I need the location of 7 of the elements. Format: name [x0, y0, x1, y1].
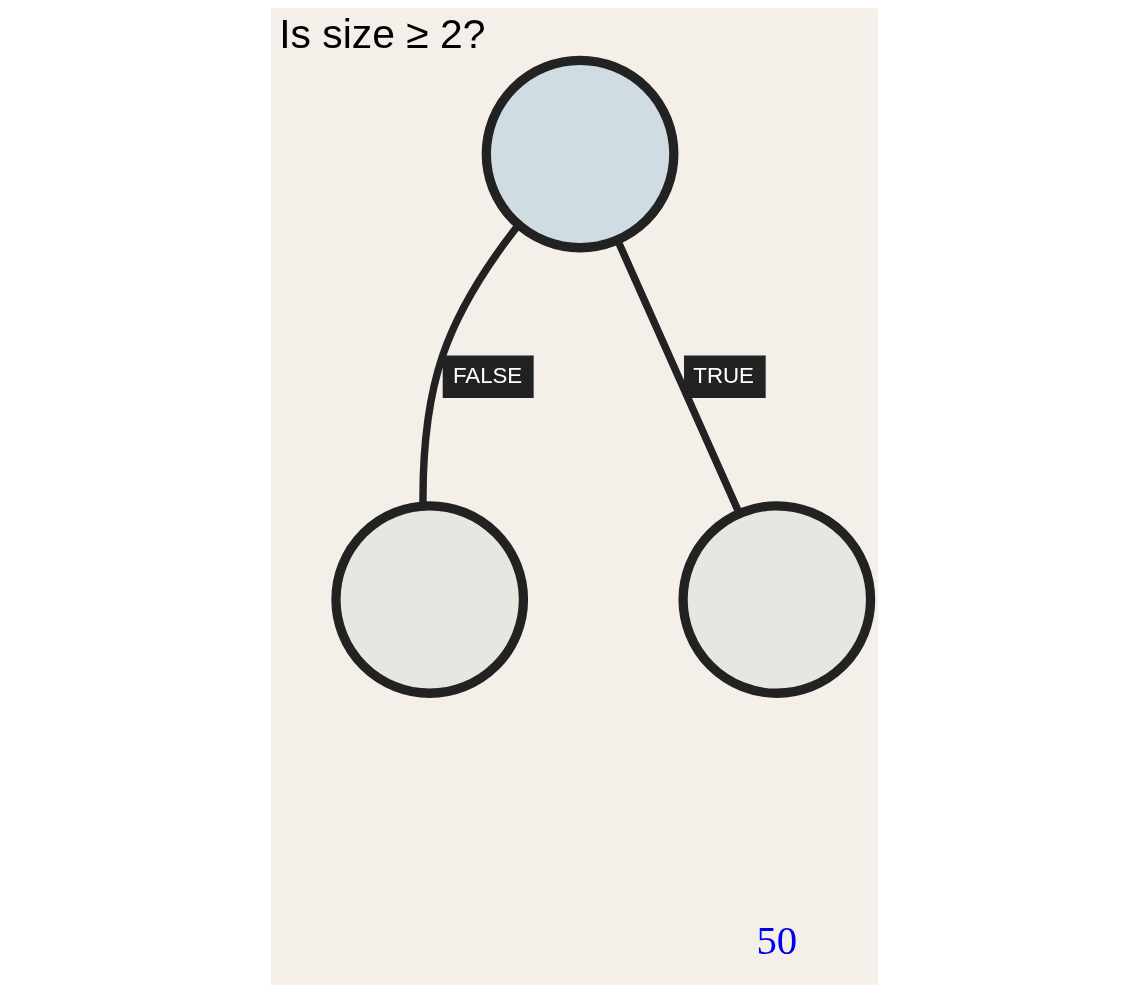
node-label: Is size ≥ 2? — [278, 11, 485, 58]
node-circle — [330, 501, 528, 698]
label: 50 — [755, 918, 797, 964]
edge-label: FALSE — [452, 363, 522, 389]
node-circle — [677, 501, 875, 698]
node-circle — [481, 55, 678, 253]
edge-label: TRUE — [692, 363, 754, 389]
